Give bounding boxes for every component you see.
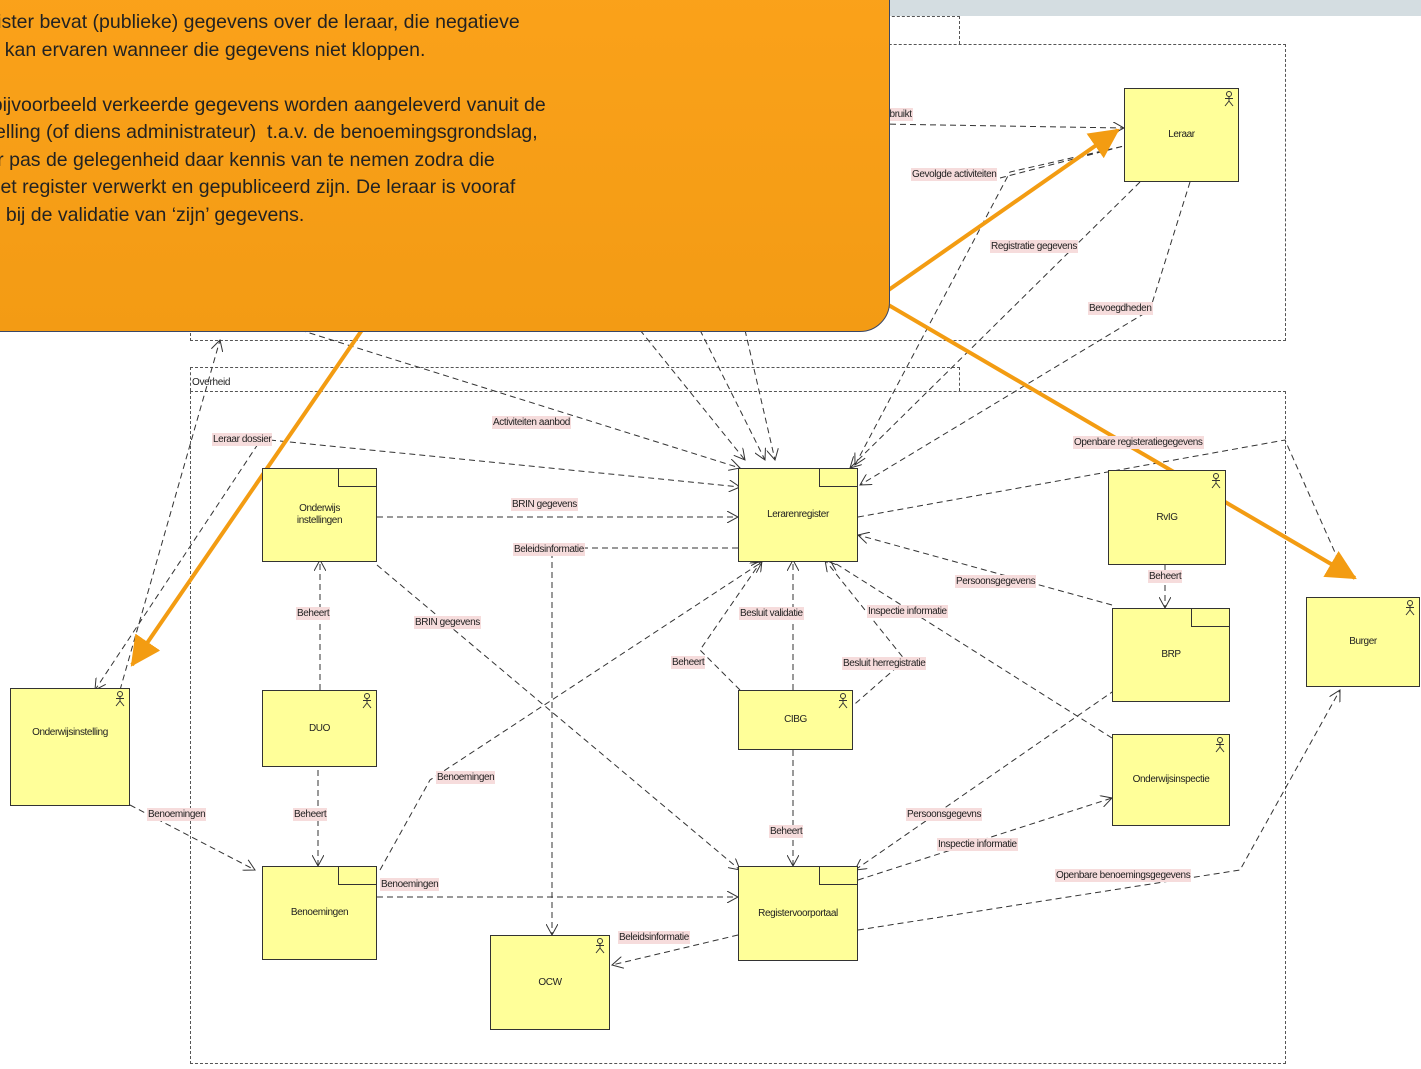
edge-label-brin-gegevens-1: BRIN gegevens [511,498,578,511]
edge-label-leraar-dossier: Leraar dossier [212,433,273,446]
node-onderwijs-instellingen[interactable]: Onderwijs instellingen [262,468,377,562]
package-tab [819,867,857,885]
edge-label-openbare-benoemingsgegevens: Openbare benoemingsgegevens [1055,869,1192,882]
edge-leraar-dossier-to-instelling [95,443,259,690]
edge-label-beheert-cibg-bottom: Beheert [769,825,804,838]
edge-openbare-benoemingsgegevens [857,690,1340,931]
edge-label-beheert-cibg-left: Beheert [671,656,706,669]
edge-label-besluit-herregistratie: Besluit herregistratie [842,657,927,670]
edge-gevolgde-activiteiten [855,145,1125,465]
node-cibg[interactable]: CIBG [738,690,853,750]
node-lerarenregister-label: Lerarenregister [767,509,829,520]
callout-arrow-onderwijsinstelling [130,328,364,667]
node-leraar[interactable]: Leraar [1124,88,1239,182]
edge-persoonsgegevens-2 [855,689,1116,870]
edge-label-beleidsinformatie-2: Beleidsinformatie [618,931,690,944]
edge-top-1 [639,329,745,460]
edge-label-besluit-validatie: Besluit validatie [739,607,804,620]
edge-leraar-dossier [269,439,740,487]
node-onderwijsinspectie[interactable]: Onderwijsinspectie [1112,734,1230,826]
actor-icon [1215,737,1225,753]
callout-arrow-leraar [878,128,1120,298]
node-ocw-label: OCW [538,976,562,988]
edge-label-brin-gegevens-2: BRIN gegevens [414,616,481,629]
edge-brin-2 [376,564,740,870]
node-cibg-label: CIBG [784,714,807,725]
node-onderwijsinspectie-label: Onderwijsinspectie [1132,774,1210,785]
edge-persoonsgegevens-1 [858,535,1113,606]
actor-icon [362,693,372,709]
actor-icon [1211,473,1221,489]
node-onderwijs-instellingen-label: Onderwijs instellingen [296,503,343,526]
overheid-group-title: Overheid [192,377,231,388]
node-lerarenregister[interactable]: Lerarenregister [738,468,858,562]
node-rvig[interactable]: RvIG [1108,470,1226,565]
actor-icon [838,693,848,709]
node-onderwijsinstelling-label: Onderwijsinstelling [32,727,108,738]
edge-label-persoonsgegevens-2: Persoonsgegevns [906,808,983,821]
edge-beleidsinformatie-2 [612,934,739,965]
edge-label-persoonsgegevens-1: Persoonsgegevens [955,575,1037,588]
node-duo-label: DUO [308,722,331,734]
overheid-group-frame [190,391,1286,1064]
node-benoemingen[interactable]: Benoemingen [262,866,377,960]
edge-label-openbare-registeratiegegevens: Openbare registeratiegegevens [1073,436,1204,449]
edge-label-bevoegdheden: Bevoegdheden [1088,302,1153,315]
package-tab [819,469,857,487]
edge-benoemingen-diag [379,562,762,871]
edge-label-benoemingen-diag: Benoemingen [436,771,496,784]
edge-top-2 [699,329,765,460]
node-registervoorportaal[interactable]: Registervoorportaal [738,866,858,961]
edge-top-3 [744,329,775,460]
actor-icon [115,691,125,707]
node-rvig-label: RvIG [1156,511,1178,523]
node-burger[interactable]: Burger [1306,597,1420,687]
node-registervoorportaal-label: Registervoorportaal [758,907,838,919]
package-tab [1191,609,1229,627]
node-brp[interactable]: BRP [1112,608,1230,702]
edge-top-4 [299,329,740,468]
edge-label-beheert-rvig: Beheert [1148,570,1183,583]
callout-text: register bevat (publieke) gegevens over … [0,11,546,226]
node-duo[interactable]: DUO [262,690,377,767]
actor-icon [1405,600,1415,616]
callout-box: register bevat (publieke) gegevens over … [0,0,890,332]
edge-label-gevolgde-activiteiten: Gevolgde activiteiten [911,168,998,181]
node-leraar-label: Leraar [1168,129,1195,140]
edge-label-beheert-duo-top: Beheert [296,607,331,620]
edge-label-registratie-gegevens: Registratie gegevens [990,240,1078,253]
node-brp-label: BRP [1161,649,1181,660]
edge-gebruikt [879,124,1124,128]
package-tab [338,867,376,885]
edge-label-beheert-duo-bottom: Beheert [293,808,328,821]
actor-icon [1224,91,1234,107]
edge-inspectie-informatie-1 [830,560,1113,739]
package-tab [338,469,376,487]
actor-icon [595,938,605,954]
edge-openbare-registeratie [857,439,1345,575]
edge-beleidsinformatie-1 [552,547,738,935]
edge-cibg-beheert-left [699,560,762,691]
edge-label-activiteiten-aanbod: Activiteiten aanbod [492,416,571,429]
node-burger-label: Burger [1349,636,1377,647]
edge-label-inspectie-informatie-1: Inspectie informatie [867,605,948,618]
edge-lerarenregister-leraar-left [119,340,220,691]
edge-registratie-gegevens [850,181,1141,468]
node-ocw[interactable]: OCW [490,935,610,1030]
node-benoemingen-label: Benoemingen [290,907,349,918]
edge-label-benoemingen-left: Benoemingen [147,808,207,821]
edge-label-beleidsinformatie-1: Beleidsinformatie [513,543,585,556]
edge-label-benoemingen-horiz: Benoemingen [380,878,440,891]
node-onderwijsinstelling[interactable]: Onderwijsinstelling [10,688,130,806]
edge-label-inspectie-informatie-2: Inspectie informatie [937,838,1018,851]
overheid-group-tab [190,367,960,391]
